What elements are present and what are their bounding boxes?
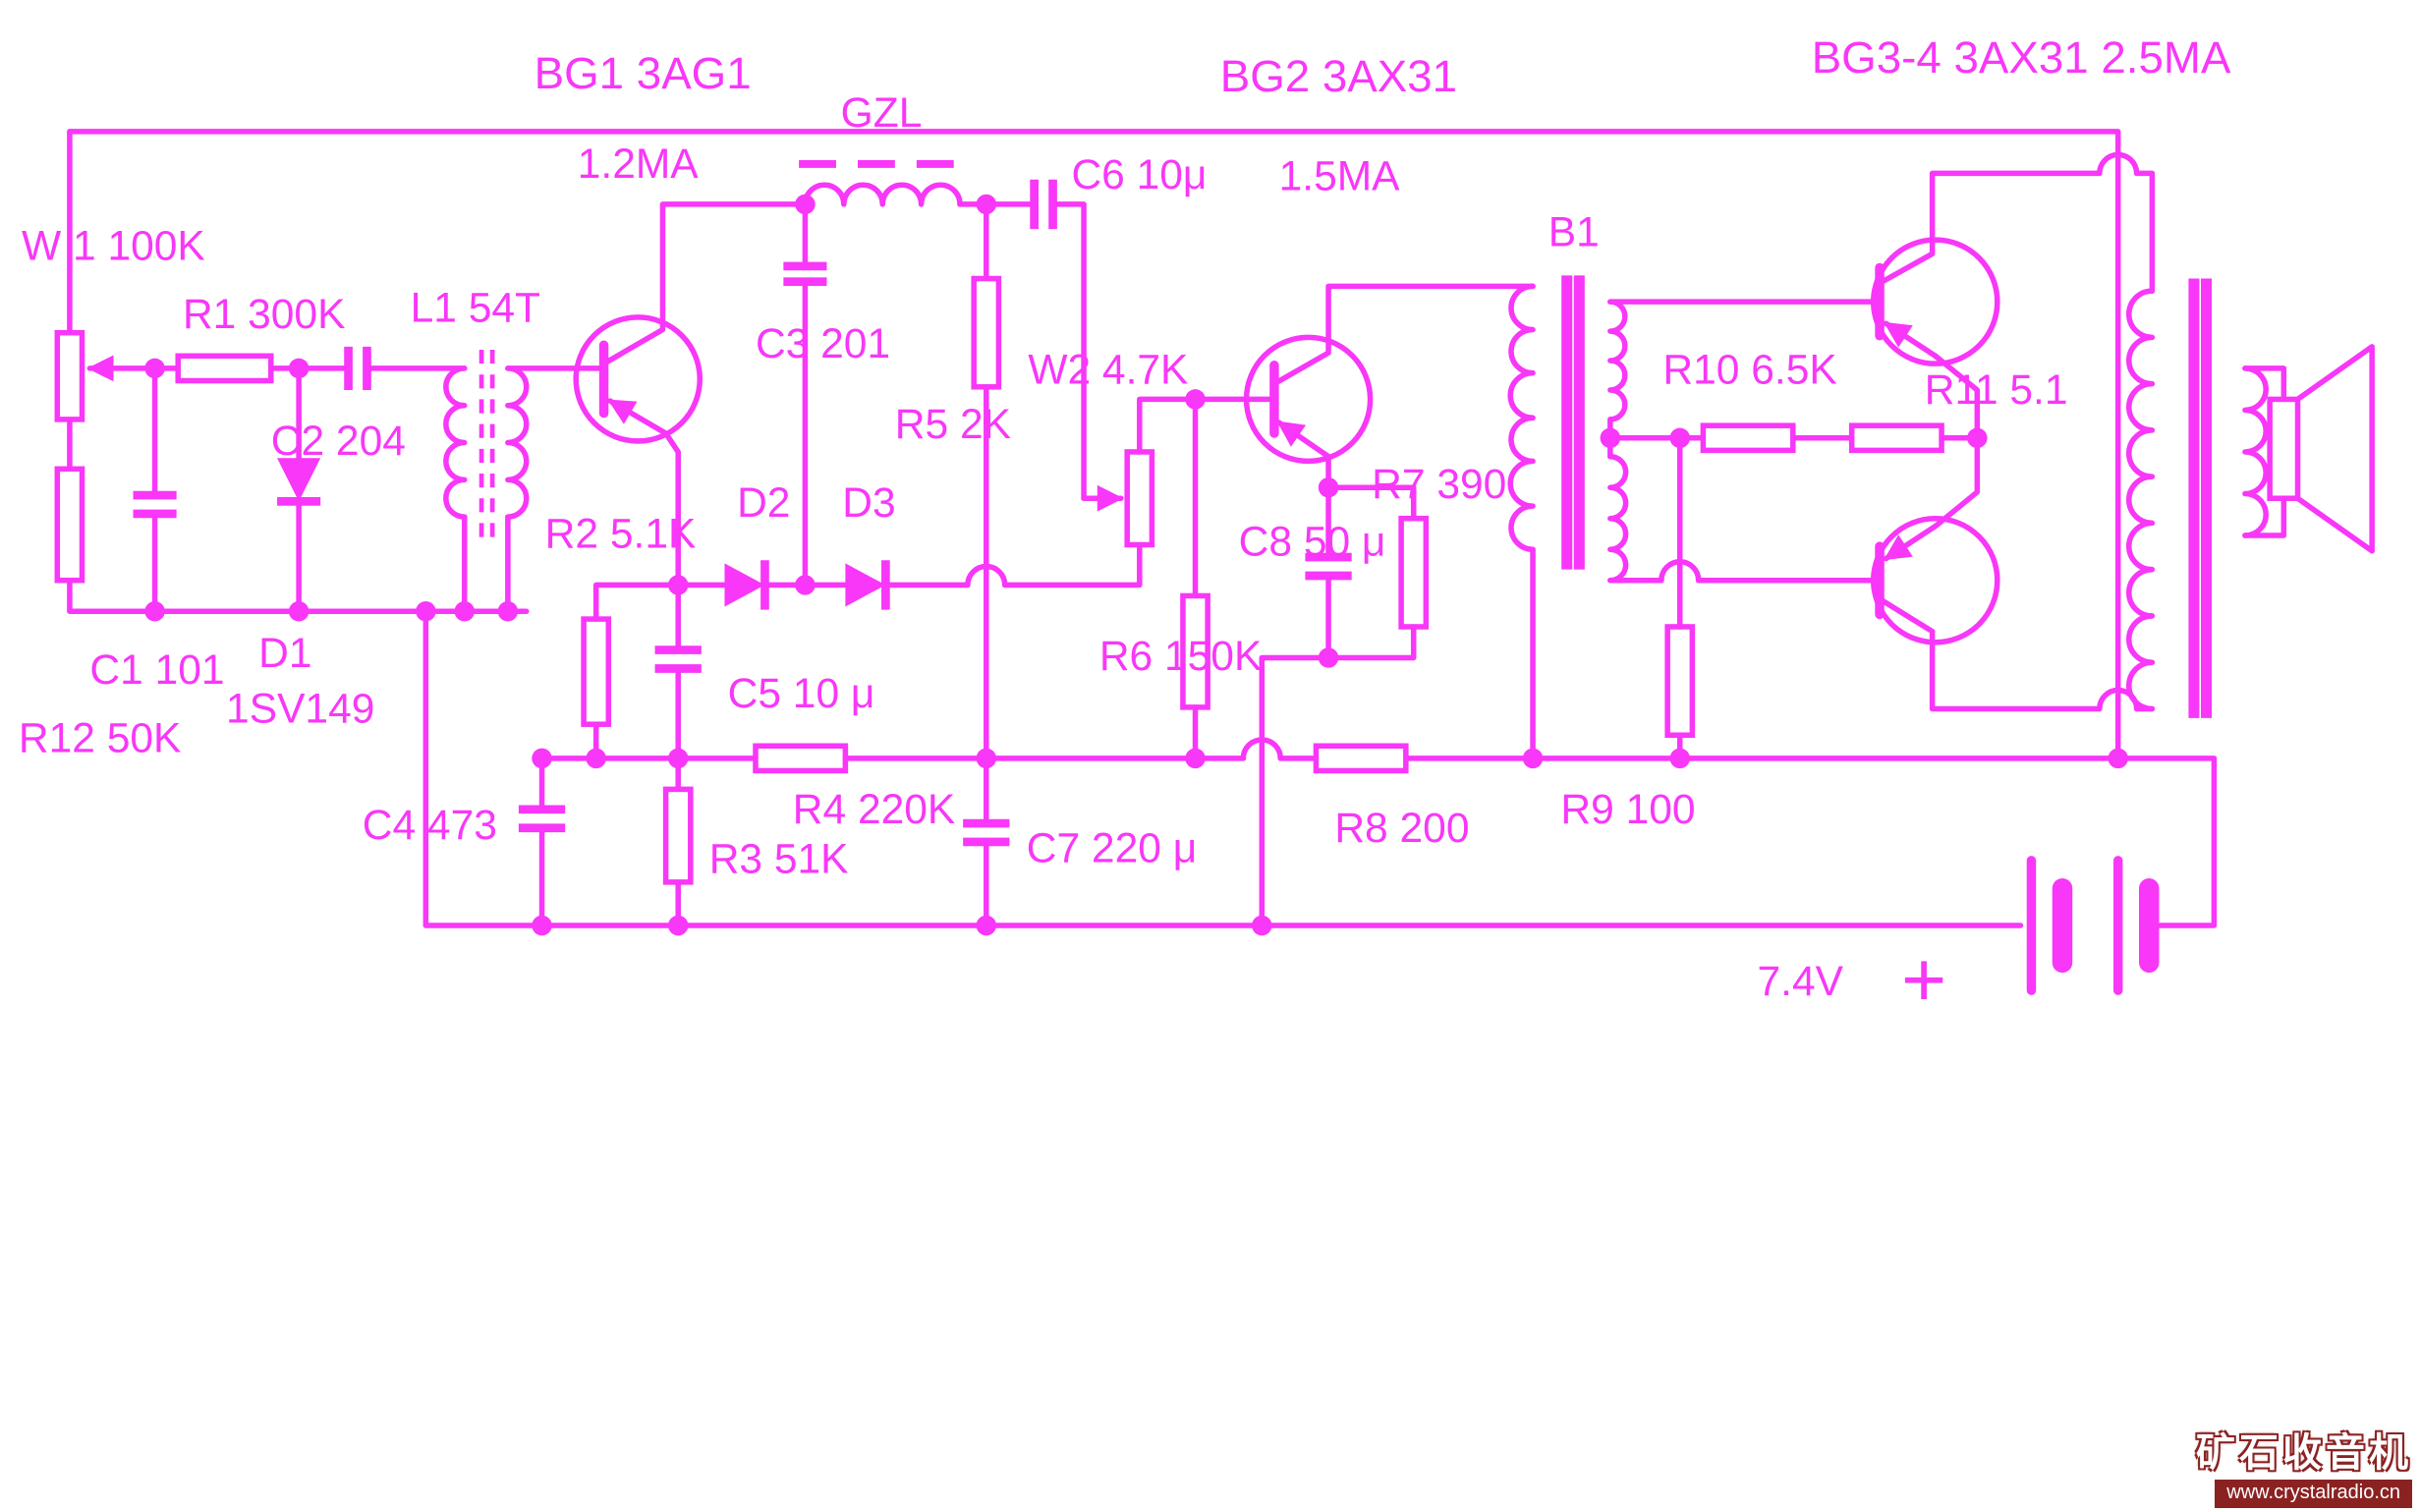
label-gzl: GZL bbox=[841, 89, 923, 137]
transformer-b1 bbox=[1507, 275, 1629, 584]
label-r10: R10 6.5K bbox=[1662, 347, 1836, 394]
label-r9: R9 100 bbox=[1560, 786, 1695, 833]
label-r3: R3 51K bbox=[709, 835, 849, 882]
label-r6: R6 150K bbox=[1099, 633, 1262, 680]
resistor-r8 bbox=[1313, 743, 1409, 774]
label-c8: C8 50 μ bbox=[1239, 519, 1386, 566]
label-c3: C3 201 bbox=[756, 320, 890, 367]
label-battery-plus: + bbox=[1901, 936, 1946, 1023]
label-c7: C7 220 μ bbox=[1027, 824, 1197, 871]
label-w2: W2 4.7K bbox=[1028, 347, 1188, 394]
capacitor-c4 bbox=[518, 805, 566, 833]
transistor-bg3 bbox=[1870, 237, 2000, 366]
label-d1: D1 bbox=[258, 630, 311, 677]
resistor-r3 bbox=[662, 786, 694, 885]
label-r1: R1 300K bbox=[183, 291, 345, 338]
capacitor-c1 bbox=[133, 490, 177, 519]
label-d3: D3 bbox=[842, 479, 895, 527]
label-current-bg1: 1.2MA bbox=[578, 140, 700, 188]
coil-gzl bbox=[799, 160, 967, 207]
capacitor-c3 bbox=[783, 261, 827, 287]
watermark-url: www.crystalradio.cn bbox=[2215, 1480, 2412, 1508]
label-b1: B1 bbox=[1548, 208, 1600, 255]
label-current-bg2: 1.5MA bbox=[1279, 153, 1401, 200]
capacitor-c7 bbox=[963, 818, 1010, 847]
label-bg34: BG3-4 3AX31 2.5MA bbox=[1812, 32, 2231, 83]
label-r8: R8 200 bbox=[1334, 805, 1469, 852]
label-r12: R12 50K bbox=[19, 715, 181, 762]
junction-dots bbox=[144, 194, 2128, 936]
label-w1: W 1 100K bbox=[22, 223, 205, 270]
label-bg1: BG1 3AG1 bbox=[535, 48, 752, 98]
label-d2: D2 bbox=[737, 479, 790, 527]
capacitor-c6 bbox=[1030, 179, 1057, 230]
label-c4: C4 473 bbox=[363, 802, 497, 849]
capacitor-c8 bbox=[1305, 552, 1352, 581]
wiring-power-rails bbox=[67, 129, 2218, 928]
potentiometer-w1 bbox=[54, 329, 158, 422]
label-r5: R5 2K bbox=[895, 401, 1011, 448]
label-l1: L1 54T bbox=[411, 285, 540, 332]
capacitor-c5 bbox=[654, 645, 702, 673]
label-battery-voltage: 7.4V bbox=[1758, 958, 1844, 1005]
resistor-r2 bbox=[581, 616, 612, 727]
diode-d3 bbox=[845, 560, 890, 610]
label-c2: C2 204 bbox=[271, 418, 406, 465]
resistor-r6 bbox=[1180, 592, 1210, 710]
labels: BG1 3AG1 GZL 1.2MA BG2 3AX31 BG3-4 3AX31… bbox=[19, 32, 2231, 1023]
wiring-output-stage bbox=[1607, 151, 2287, 761]
resistor-r9 bbox=[1664, 624, 1696, 738]
label-c1: C1 101 bbox=[89, 646, 224, 694]
resistor-r12 bbox=[54, 466, 85, 584]
diode-d2 bbox=[724, 560, 769, 610]
watermark: 矿石收音机 www.crystalradio.cn bbox=[2196, 1421, 2412, 1508]
label-c6: C6 10μ bbox=[1071, 151, 1207, 198]
speaker-icon bbox=[2267, 344, 2375, 554]
resistor-r4 bbox=[753, 743, 849, 774]
label-r11: R11 5.1 bbox=[1925, 366, 2068, 414]
label-bg2: BG2 3AX31 bbox=[1220, 51, 1457, 101]
transformer-l1 bbox=[443, 350, 530, 539]
transistor-bg1 bbox=[573, 314, 703, 444]
resistor-r7 bbox=[1398, 515, 1430, 630]
label-d1-type: 1SV149 bbox=[226, 686, 374, 733]
resistor-r10 bbox=[1700, 422, 1796, 454]
watermark-title: 矿石收音机 bbox=[2196, 1431, 2412, 1475]
resistor-r1 bbox=[175, 353, 274, 384]
label-c5: C5 10 μ bbox=[728, 670, 875, 717]
resistor-r11 bbox=[1848, 422, 1944, 454]
wiring-bg2-stage bbox=[1192, 283, 1536, 928]
transistor-bg2 bbox=[1243, 334, 1374, 465]
wiring-detector bbox=[592, 201, 1277, 761]
transformer-output bbox=[2126, 278, 2269, 718]
battery bbox=[2026, 856, 2160, 995]
diode-d1 bbox=[277, 458, 321, 506]
label-r2: R2 5.1K bbox=[545, 511, 697, 558]
label-r7: R7 390 bbox=[1372, 461, 1506, 508]
capacitor-c2 bbox=[344, 346, 371, 390]
transistor-bg4 bbox=[1870, 515, 2000, 645]
resistor-r5 bbox=[971, 275, 1002, 390]
label-r4: R4 220K bbox=[793, 786, 955, 833]
potentiometer-w2 bbox=[1081, 449, 1155, 548]
